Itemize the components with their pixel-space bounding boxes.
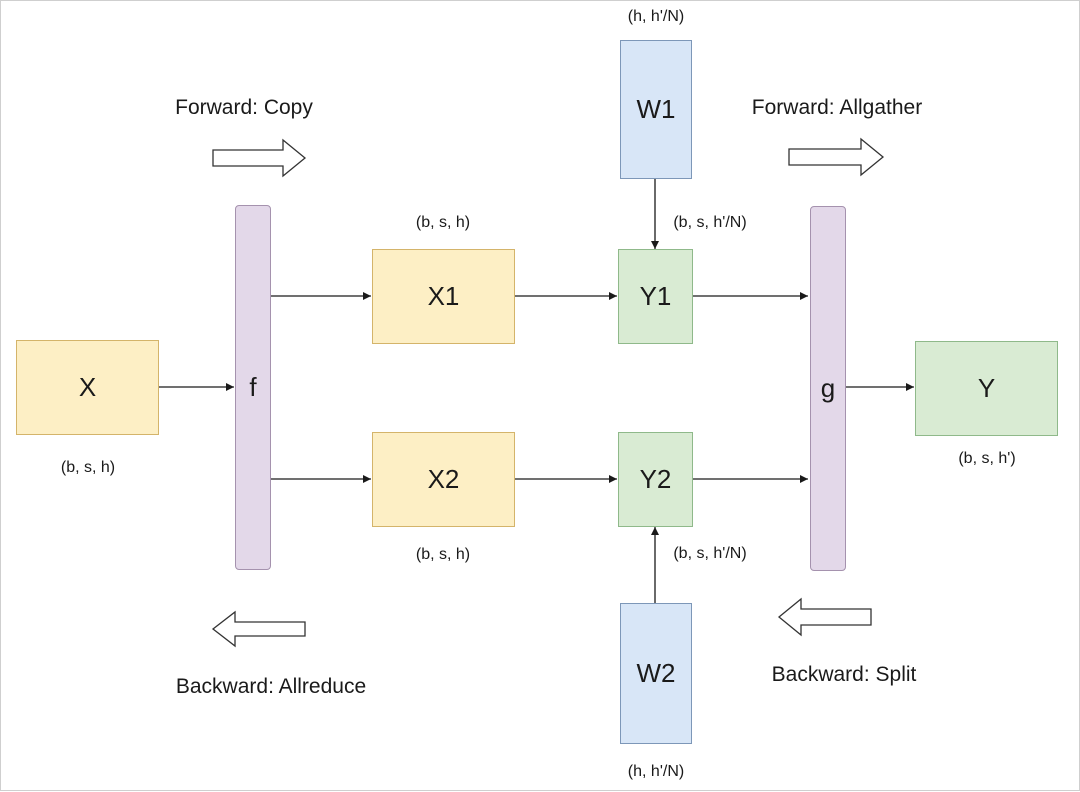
forward-copy-arrow-icon	[212, 138, 307, 178]
node-y1: Y1	[618, 249, 693, 344]
backward-split-arrow-icon	[777, 597, 872, 637]
shape-label-x: (b, s, h)	[60, 459, 116, 476]
shape-label-x2: (b, s, h)	[415, 546, 471, 563]
shape-label-y1: (b, s, h'/N)	[673, 214, 747, 231]
shape-label-w2: (h, h'/N)	[627, 763, 685, 780]
node-x1: X1	[372, 249, 515, 344]
node-x: X	[16, 340, 159, 435]
node-g: g	[810, 206, 846, 571]
node-f: f	[235, 205, 271, 570]
caption-forward-copy: Forward: Copy	[175, 96, 313, 119]
forward-allgather-arrow-icon	[788, 137, 885, 177]
node-w2: W2	[620, 603, 692, 744]
node-w1: W1	[620, 40, 692, 179]
shape-label-w1: (h, h'/N)	[627, 8, 685, 25]
shape-label-y: (b, s, h')	[958, 450, 1016, 467]
node-x2: X2	[372, 432, 515, 527]
node-y: Y	[915, 341, 1058, 436]
shape-label-x1: (b, s, h)	[415, 214, 471, 231]
node-y2: Y2	[618, 432, 693, 527]
caption-forward-allgather: Forward: Allgather	[751, 96, 923, 119]
backward-allreduce-arrow-icon	[211, 610, 306, 648]
shape-label-y2: (b, s, h'/N)	[673, 545, 747, 562]
caption-backward-split: Backward: Split	[771, 663, 917, 686]
caption-backward-allreduce: Backward: Allreduce	[175, 675, 367, 698]
